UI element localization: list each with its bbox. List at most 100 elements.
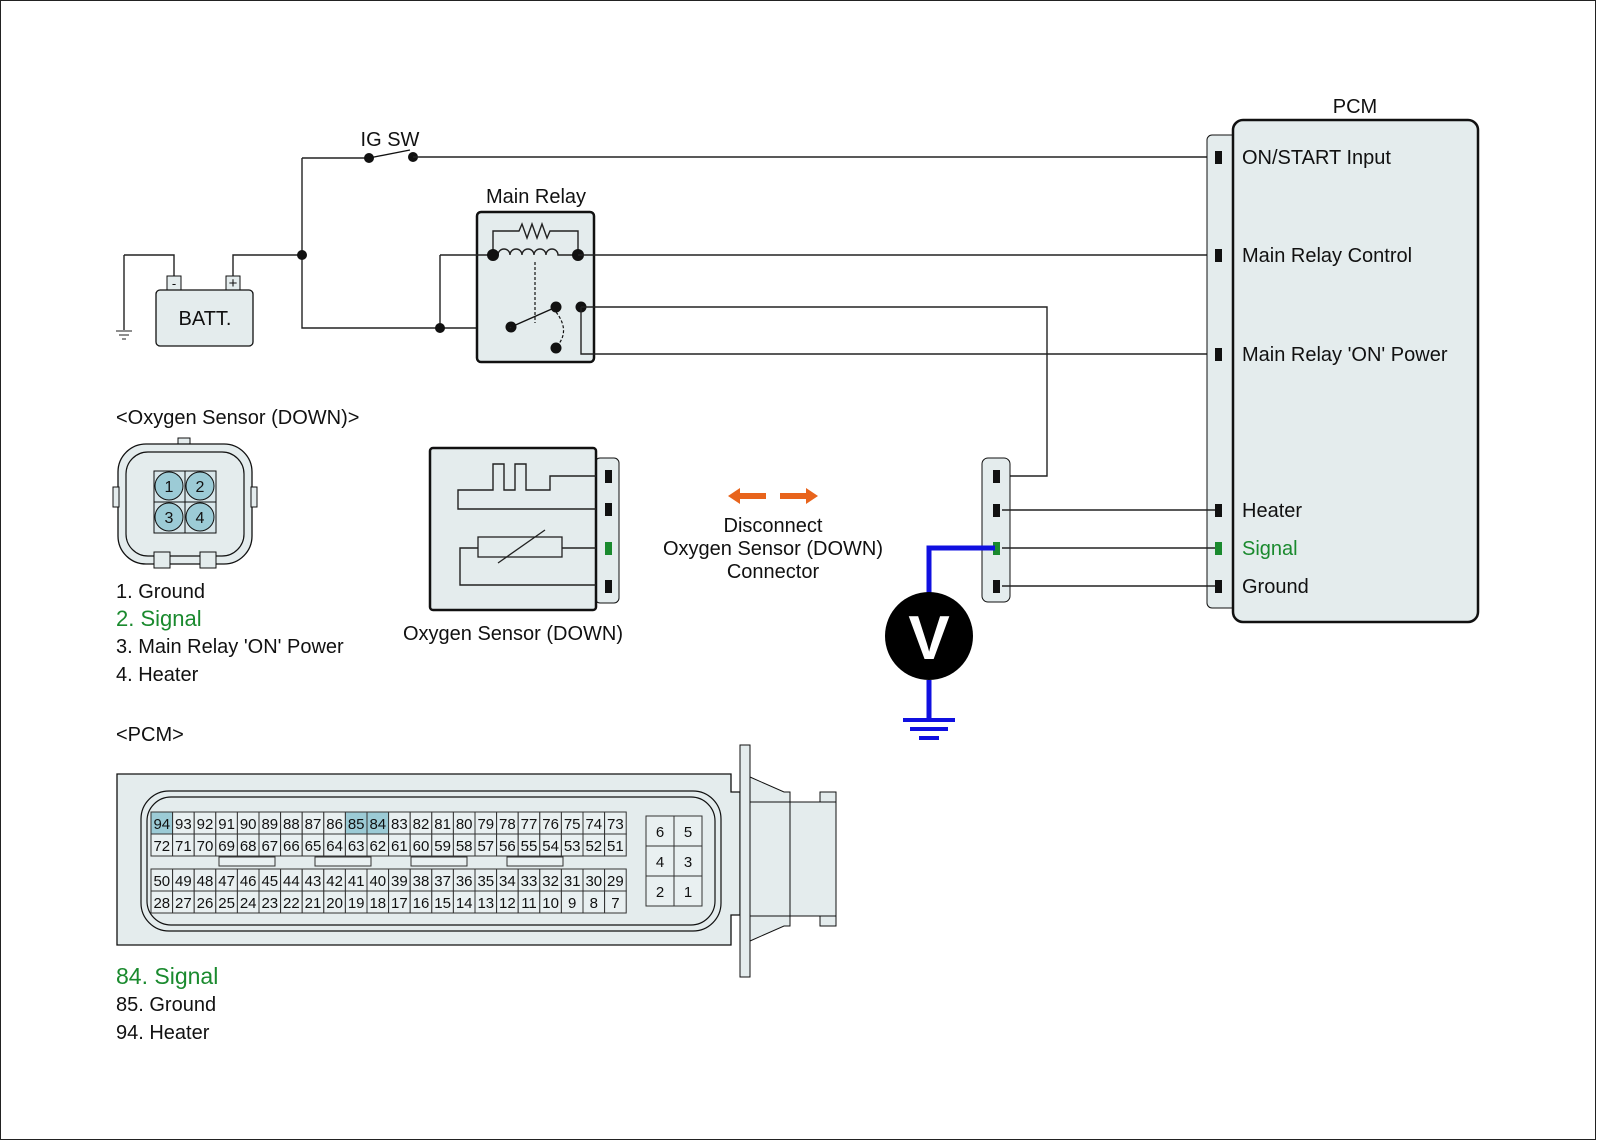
pcm-pin-number: 25 [218,895,235,912]
instruction-line-3: Connector [727,561,820,583]
battery-body [155,289,254,347]
pcm-terminal-pin [1215,249,1222,262]
pcm-pin-number: 50 [153,873,170,890]
pcm-small-pin-number: 1 [684,884,692,901]
pcm-pin-number: 69 [218,838,235,855]
pcm-terminal-label: Heater [1242,500,1302,522]
battery-pos-label: + [229,275,238,292]
pcm-pin-number: 47 [218,873,235,890]
pcm-pin-number: 44 [283,873,300,890]
pcm-terminal-pin [1215,151,1222,164]
pcm-pin-number: 60 [413,838,430,855]
pcm-pin-number: 91 [218,816,235,833]
pcm-pin [604,890,627,914]
pcm-small-pin-number: 2 [656,884,664,901]
pcm-pin-number: 90 [240,816,257,833]
pcm-pin-number: 76 [542,816,559,833]
pcm-pin-legend-item: 94. Heater [116,1022,210,1044]
pcm-pin-number: 71 [175,838,192,855]
pcm-pin-number: 9 [568,895,576,912]
pcm-pin-number: 81 [434,816,451,833]
sensor-pin [605,503,612,516]
pcm-pin-number: 48 [197,873,214,890]
pcm-pin-number: 77 [521,816,538,833]
pcm-pin-number: 8 [590,895,598,912]
pcm-terminal-label: Signal [1242,538,1298,560]
harness-pin [993,504,1000,517]
ig-switch-label: IG SW [361,129,420,151]
main-relay: Main Relay [435,186,596,364]
pcm-pin-number: 36 [456,873,473,890]
pcm-pin-number: 75 [564,816,581,833]
voltmeter-symbol: V [908,604,949,673]
sensor-harness-connector [981,457,1011,603]
pcm-terminal-pin [1215,580,1222,593]
pcm-pin-number: 24 [240,895,257,912]
harness-pin [993,470,1000,483]
probe-lead-positive [926,545,995,598]
pcm-small-pin-number: 6 [656,824,664,841]
pcm-pin-number: 55 [521,838,538,855]
pcm-pin-number: 7 [611,895,619,912]
pcm-small-pin-number: 3 [684,854,692,871]
pcm-terminal-pin [1215,348,1222,361]
pcm-pin-number: 35 [477,873,494,890]
pcm-small-pin [645,845,675,877]
pcm-pin-number: 37 [434,873,451,890]
pcm-small-pin [673,875,703,907]
pcm-terminal-label: Main Relay Control [1242,245,1412,267]
pcm-pin-number: 43 [305,873,322,890]
battery: - + BATT. [116,254,254,347]
pcm-pin-number: 87 [305,816,322,833]
pcm-pin-number: 15 [434,895,451,912]
pcm-pin-number: 52 [585,838,602,855]
sensor-pin-legend-item: 3. Main Relay 'ON' Power [116,636,344,658]
junction-dot [297,250,307,260]
pcm-small-pin-number: 4 [656,854,664,871]
sensor-face-pin [185,502,215,532]
pcm-terminal-pin [1215,542,1222,555]
pcm-terminal-label: Main Relay 'ON' Power [1242,344,1448,366]
pcm-pin-number: 13 [477,895,494,912]
pcm-pin-number: 32 [542,873,559,890]
pcm-pin-number: 29 [607,873,624,890]
pcm-pin-number: 16 [413,895,430,912]
pcm-pin-number: 88 [283,816,300,833]
pcm-body [1231,118,1480,624]
pcm-terminal-label: Ground [1242,576,1309,598]
pcm-pin-number: 59 [434,838,451,855]
pcm-pin-number: 57 [477,838,494,855]
sensor-face-pin-number: 3 [165,510,174,527]
pcm-pin-number: 68 [240,838,257,855]
sensor-pin [605,580,612,593]
pcm-pin-number: 39 [391,873,408,890]
pcm-pin-number: 23 [261,895,278,912]
pcm-title: PCM [1333,96,1377,118]
pcm-small-pin [673,815,703,847]
pcm-pin-number: 53 [564,838,581,855]
harness-pin [993,580,1000,593]
sensor-face-pin [154,502,184,532]
relay-common-wire [509,326,512,329]
pcm-pin-legend-item: 85. Ground [116,994,216,1016]
probe-ground-icon [903,718,955,740]
sensor-face-pin [154,471,184,501]
voltmeter [885,592,973,680]
pcm-module: PCM [1206,96,1480,624]
pcm-pin-number: 78 [499,816,516,833]
pcm-pin-number: 22 [283,895,300,912]
pcm-pin-number: 72 [153,838,170,855]
sensor-pin-legend-item: 1. Ground [116,581,205,603]
pcm-pin-number: 38 [413,873,430,890]
oxygen-sensor-label: Oxygen Sensor (DOWN) [403,623,623,645]
pcm-pin-number: 73 [607,816,624,833]
coil-icon [497,248,575,256]
ig-switch [364,149,418,163]
relay-to-sensor-wire [581,306,1048,477]
pcm-pin-legend-item: 84. Signal [116,963,218,989]
pcm-pin-number: 10 [542,895,559,912]
resistor-icon [492,221,579,255]
pcm-pin-number: 86 [326,816,343,833]
